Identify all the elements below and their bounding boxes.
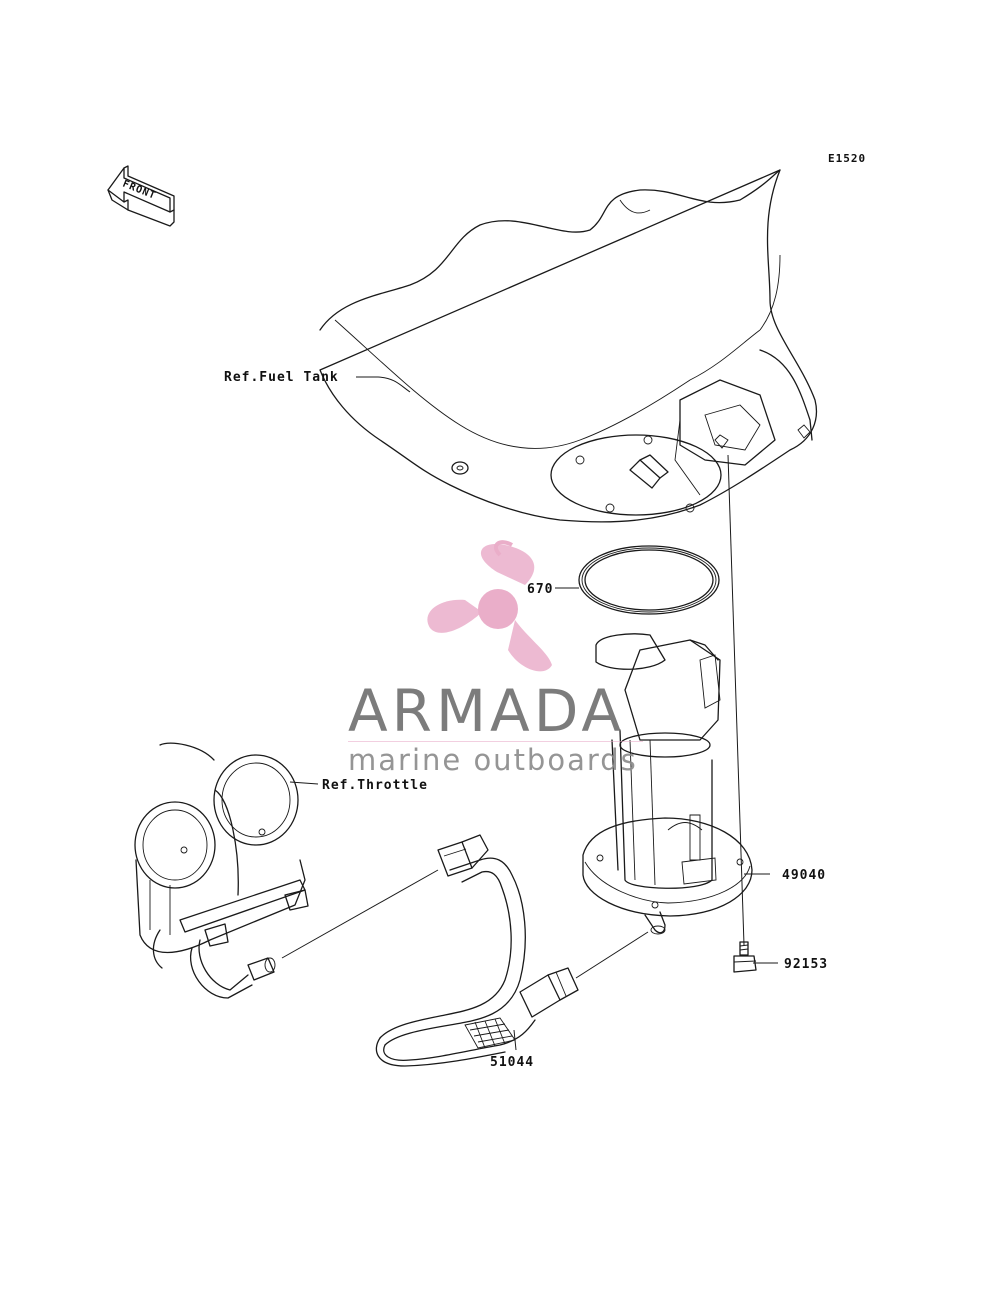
watermark: ARMADA marine outboards xyxy=(348,540,643,777)
fuel-pump-assembly xyxy=(582,633,753,935)
watermark-tagline: marine outboards xyxy=(348,743,638,777)
ref-fuel-tank-label: Ref.Fuel Tank xyxy=(224,370,339,385)
gasket xyxy=(578,545,720,615)
part-number-hose: 51044 xyxy=(490,1055,534,1070)
part-number-fuel-pump: 49040 xyxy=(782,868,826,883)
fuel-tank xyxy=(319,169,818,523)
propeller-icon xyxy=(427,540,552,672)
ref-throttle-label: Ref.Throttle xyxy=(322,778,428,793)
watermark-brand: ARMADA xyxy=(348,677,625,745)
part-number-bolt: 92153 xyxy=(784,957,828,972)
fuel-hose xyxy=(375,834,579,1067)
diagram-code: E1520 xyxy=(828,152,866,165)
front-arrow-icon: FRONT xyxy=(107,165,175,227)
throttle-body xyxy=(134,742,309,999)
part-number-gasket: 670 xyxy=(527,582,553,597)
bolt xyxy=(733,941,757,973)
